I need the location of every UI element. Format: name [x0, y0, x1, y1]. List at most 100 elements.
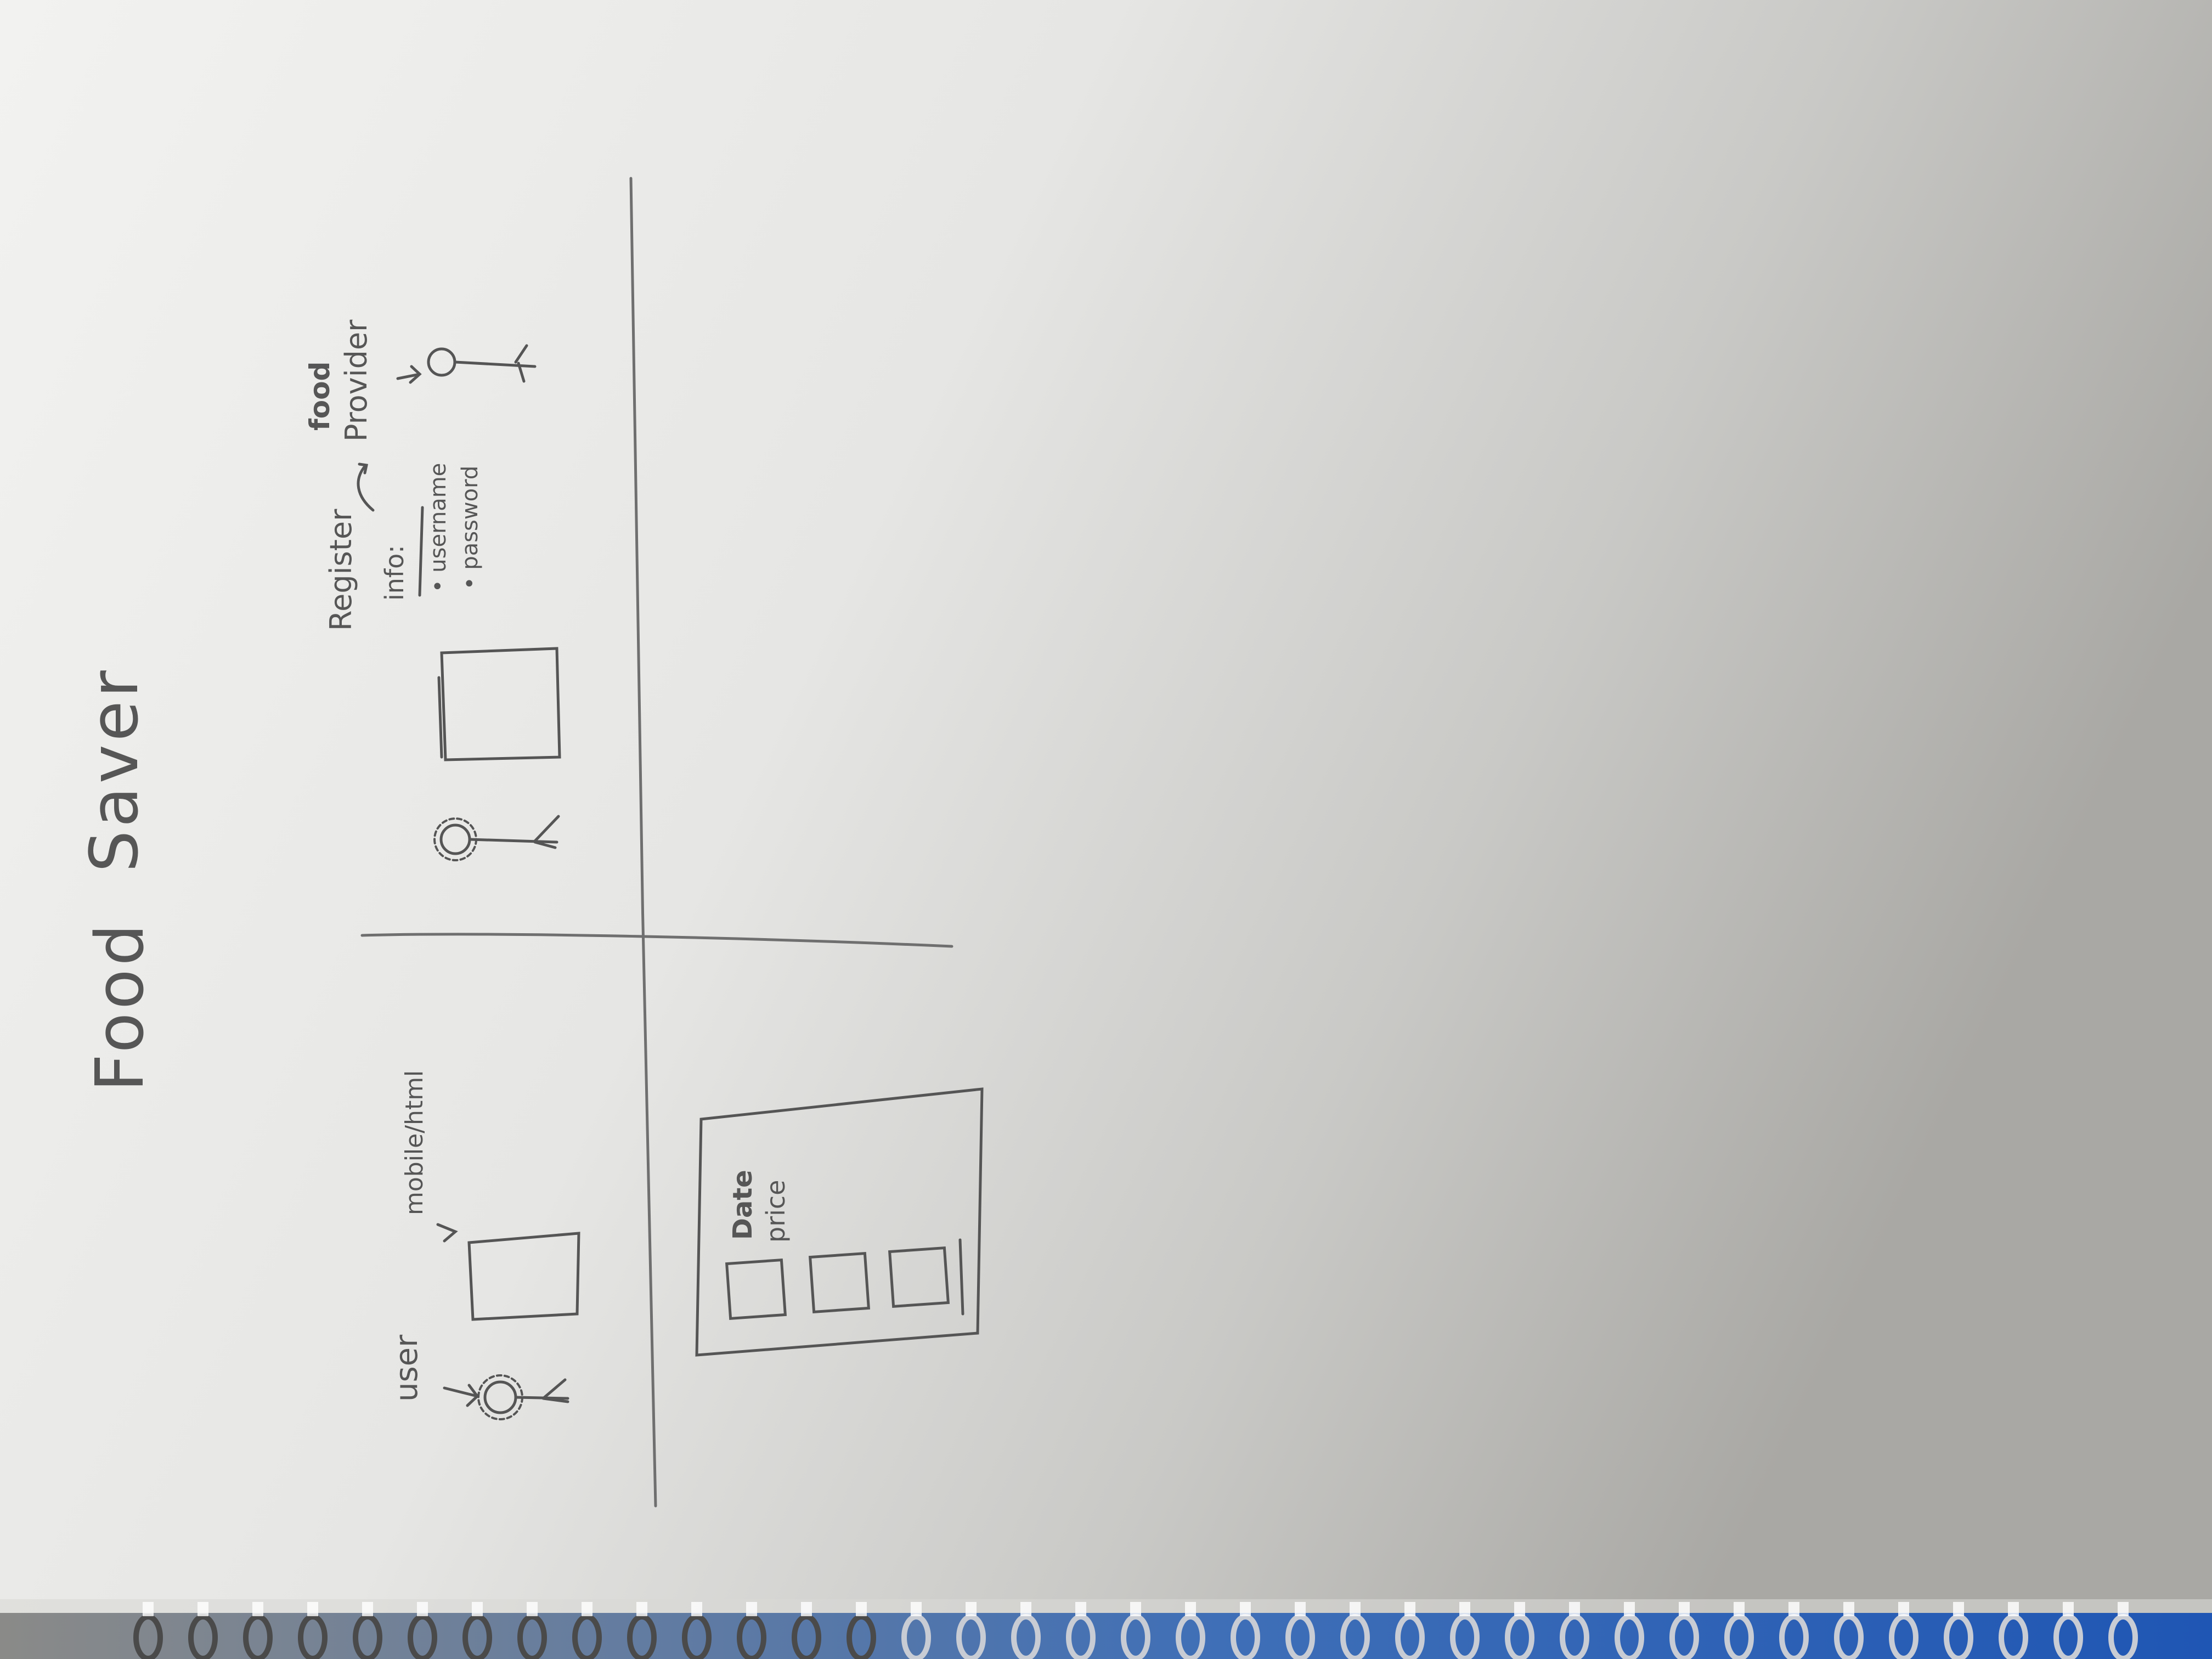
paper-sheet	[0, 0, 2212, 1613]
spiral-hole	[143, 1602, 154, 1616]
spiral-hole	[1185, 1602, 1196, 1616]
spiral-ring	[1231, 1614, 1260, 1659]
info-underline	[418, 506, 424, 597]
provider-section	[357, 344, 561, 861]
spiral-ring	[1011, 1614, 1041, 1659]
food-provider-body	[454, 344, 537, 383]
spiral-ring	[956, 1614, 986, 1659]
spiral-hole	[1843, 1602, 1854, 1616]
spiral-ring	[188, 1614, 218, 1659]
spiral-hole	[911, 1602, 922, 1616]
register-box-underline	[437, 676, 443, 759]
register-box	[440, 647, 561, 761]
spiral-ring	[1340, 1614, 1370, 1659]
spiral-ring	[627, 1614, 657, 1659]
spiral-hole	[856, 1602, 867, 1616]
spiral-ring	[2108, 1614, 2138, 1659]
listing-item-box-2	[808, 1251, 871, 1314]
spiral-hole	[1788, 1602, 1799, 1616]
spiral-ring	[1944, 1614, 1973, 1659]
spiral-hole	[1624, 1602, 1635, 1616]
paper-edge-shadow	[0, 1599, 2212, 1613]
spiral-hole	[1679, 1602, 1690, 1616]
spiral-ring	[737, 1614, 766, 1659]
vertical-divider	[360, 933, 953, 948]
spiral-hole	[1953, 1602, 1964, 1616]
info-to-provider-arrow-icon	[357, 462, 375, 512]
spiral-ring	[243, 1614, 273, 1659]
title-group: Food	[82, 921, 159, 1092]
user-label-group: user	[389, 1334, 425, 1402]
listing-item-divider	[958, 1238, 964, 1316]
spiral-hole	[527, 1602, 538, 1616]
spiral-hole	[582, 1602, 592, 1616]
spiral-ring	[572, 1614, 602, 1659]
spiral-hole	[252, 1602, 263, 1616]
spiral-ring	[462, 1614, 492, 1659]
spiral-ring	[1669, 1614, 1699, 1659]
food-provider-label-top: food	[304, 362, 336, 431]
spiral-ring	[1121, 1614, 1150, 1659]
spiral-hole	[2118, 1602, 2129, 1616]
spiral-ring	[1176, 1614, 1205, 1659]
spiral-hole	[472, 1602, 483, 1616]
spiral-hole	[1020, 1602, 1031, 1616]
spiral-ring	[1834, 1614, 1864, 1659]
spiral-hole	[1240, 1602, 1251, 1616]
device-label: mobile/html	[400, 1070, 428, 1215]
spiral-hole	[1075, 1602, 1086, 1616]
spiral-hole	[1459, 1602, 1470, 1616]
spiral-hole	[417, 1602, 428, 1616]
spiral-ring	[353, 1614, 382, 1659]
spiral-ring	[901, 1614, 931, 1659]
user-figure-body	[514, 1378, 569, 1403]
food-provider-label-bottom: Provider	[339, 319, 374, 442]
user-section	[436, 1223, 580, 1420]
info-label-group: info:	[380, 545, 409, 601]
spiral-hole	[636, 1602, 647, 1616]
spiral-ring	[682, 1614, 712, 1659]
spiral-hole	[1130, 1602, 1141, 1616]
title-word-saver: Saver	[77, 667, 153, 872]
spiral-hole	[746, 1602, 757, 1616]
spiral-ring	[1724, 1614, 1754, 1659]
listing-card	[695, 1087, 984, 1357]
spiral-hole	[307, 1602, 318, 1616]
spiral-ring	[1779, 1614, 1809, 1659]
password-item-group: • password	[458, 466, 483, 590]
spiral-ring	[1889, 1614, 1918, 1659]
spiral-hole	[1734, 1602, 1745, 1616]
spiral-ring	[2053, 1614, 2083, 1659]
listing-item-box-1	[725, 1258, 787, 1321]
listing-item-box-3	[888, 1246, 950, 1308]
spiral-ring	[408, 1614, 437, 1659]
spiral-ring	[1999, 1614, 2028, 1659]
device-label-group: mobile/html	[400, 1070, 428, 1215]
spiral-hole	[198, 1602, 208, 1616]
spiral-hole	[1404, 1602, 1415, 1616]
spiral-ring	[517, 1614, 547, 1659]
info-label: info:	[380, 545, 409, 601]
user-arrow-icon	[443, 1384, 479, 1407]
spiral-ring	[1285, 1614, 1315, 1659]
user-label: user	[389, 1334, 425, 1402]
price-label-group: price	[761, 1180, 791, 1243]
register-label: Register	[324, 509, 358, 631]
spiral-ring	[847, 1614, 876, 1659]
spiral-ring	[1450, 1614, 1480, 1659]
listing-card-frame	[695, 1087, 984, 1357]
spiral-hole	[1898, 1602, 1909, 1616]
spiral-hole	[1514, 1602, 1525, 1616]
title-group-2: Saver	[77, 667, 153, 872]
spiral-ring	[1505, 1614, 1534, 1659]
password-item: • password	[458, 466, 483, 590]
register-label-group: Register	[324, 509, 358, 631]
spiral-hole	[362, 1602, 373, 1616]
spiral-hole	[691, 1602, 702, 1616]
spiral-hole	[1350, 1602, 1361, 1616]
spiral-ring	[792, 1614, 821, 1659]
spiral-binding	[133, 1602, 2138, 1659]
spiral-hole	[966, 1602, 977, 1616]
spiral-ring	[1066, 1614, 1096, 1659]
